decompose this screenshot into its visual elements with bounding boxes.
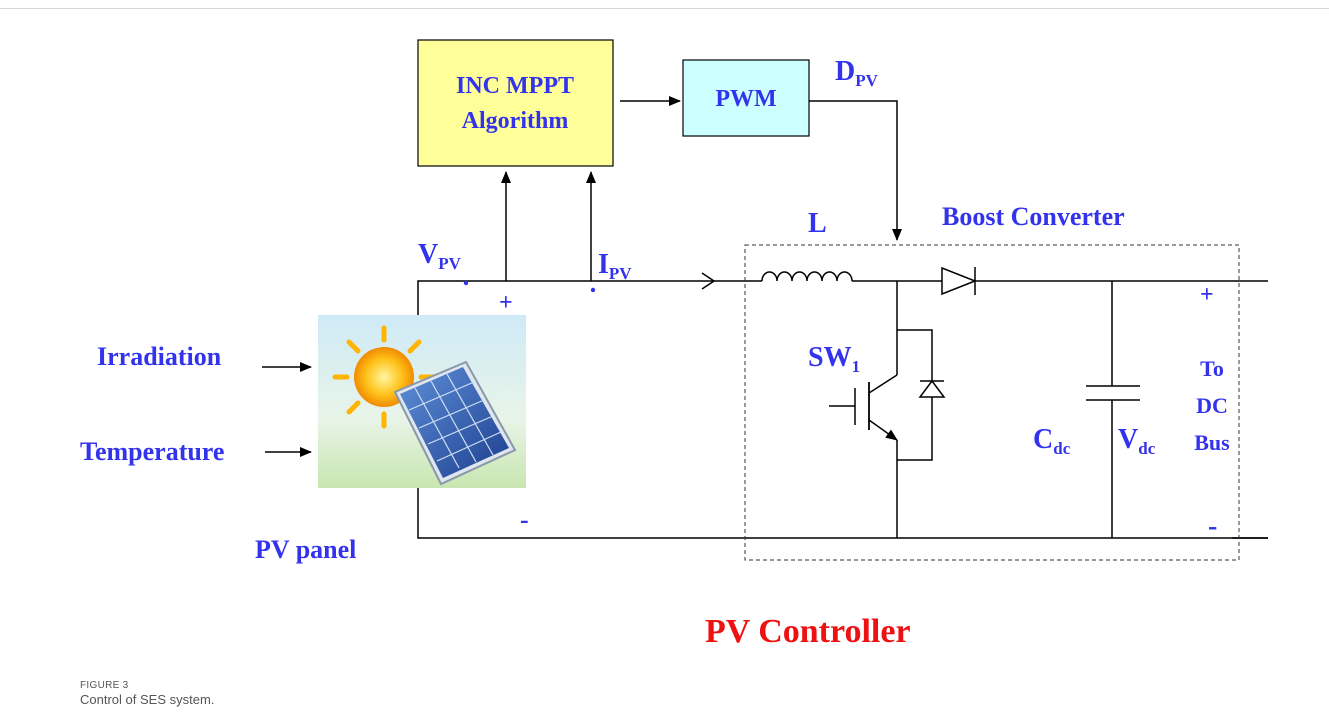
duty-label: DPV	[835, 56, 879, 90]
boost-converter-label: Boost Converter	[942, 202, 1125, 231]
pwm-label: PWM	[715, 86, 776, 112]
output-minus-sign: -	[1208, 511, 1217, 542]
pwm-block	[682, 59, 810, 137]
igbt-emitter	[868, 419, 898, 441]
diode-symbol	[941, 266, 978, 296]
bottom-wire	[417, 488, 1268, 539]
dc-voltage-label: Vdc	[1118, 424, 1156, 458]
figure-number: FIGURE 3	[80, 680, 129, 691]
igbt-collector	[868, 374, 898, 394]
irradiation-label: Irradiation	[97, 342, 222, 371]
inductor-coil	[761, 271, 853, 282]
figure-caption: FIGURE 3 Control of SES system.	[80, 680, 214, 707]
switch-label: SW1	[808, 342, 860, 376]
current-direction-chevron	[701, 272, 716, 290]
dc-bus-label-line1: To	[1200, 356, 1224, 381]
pwm-to-switch-line	[809, 100, 902, 241]
voltage-sense-dot	[463, 280, 469, 286]
mppt-label-line2: Algorithm	[462, 108, 569, 134]
capacitor-label: Cdc	[1033, 424, 1071, 458]
figure-frame	[0, 8, 1329, 727]
boost-converter-boundary	[744, 244, 1240, 561]
dc-bus-label-line2: DC	[1196, 393, 1228, 418]
figure-caption-text: Control of SES system.	[80, 692, 215, 707]
dc-bus-label-line3: Bus	[1194, 430, 1230, 455]
mppt-label-line1: INC MPPT	[456, 73, 574, 99]
pv-voltage-label: VPV	[418, 239, 462, 273]
inductor-label: L	[808, 208, 827, 239]
pv-current-label: IPV	[598, 249, 632, 283]
pv-panel-label: PV panel	[255, 535, 356, 564]
freewheel-diode	[918, 379, 946, 398]
mppt-block	[417, 39, 614, 167]
pv-plus-sign: +	[499, 290, 513, 316]
temperature-label: Temperature	[80, 437, 224, 466]
output-plus-sign: +	[1200, 282, 1214, 308]
solar-cells-icon	[393, 360, 517, 486]
top-wire	[417, 280, 762, 315]
pv-controller-title: PV Controller	[705, 613, 911, 650]
pv-minus-sign: -	[520, 505, 529, 534]
pv-panel-image	[318, 315, 526, 488]
current-sense-dot	[590, 287, 596, 293]
